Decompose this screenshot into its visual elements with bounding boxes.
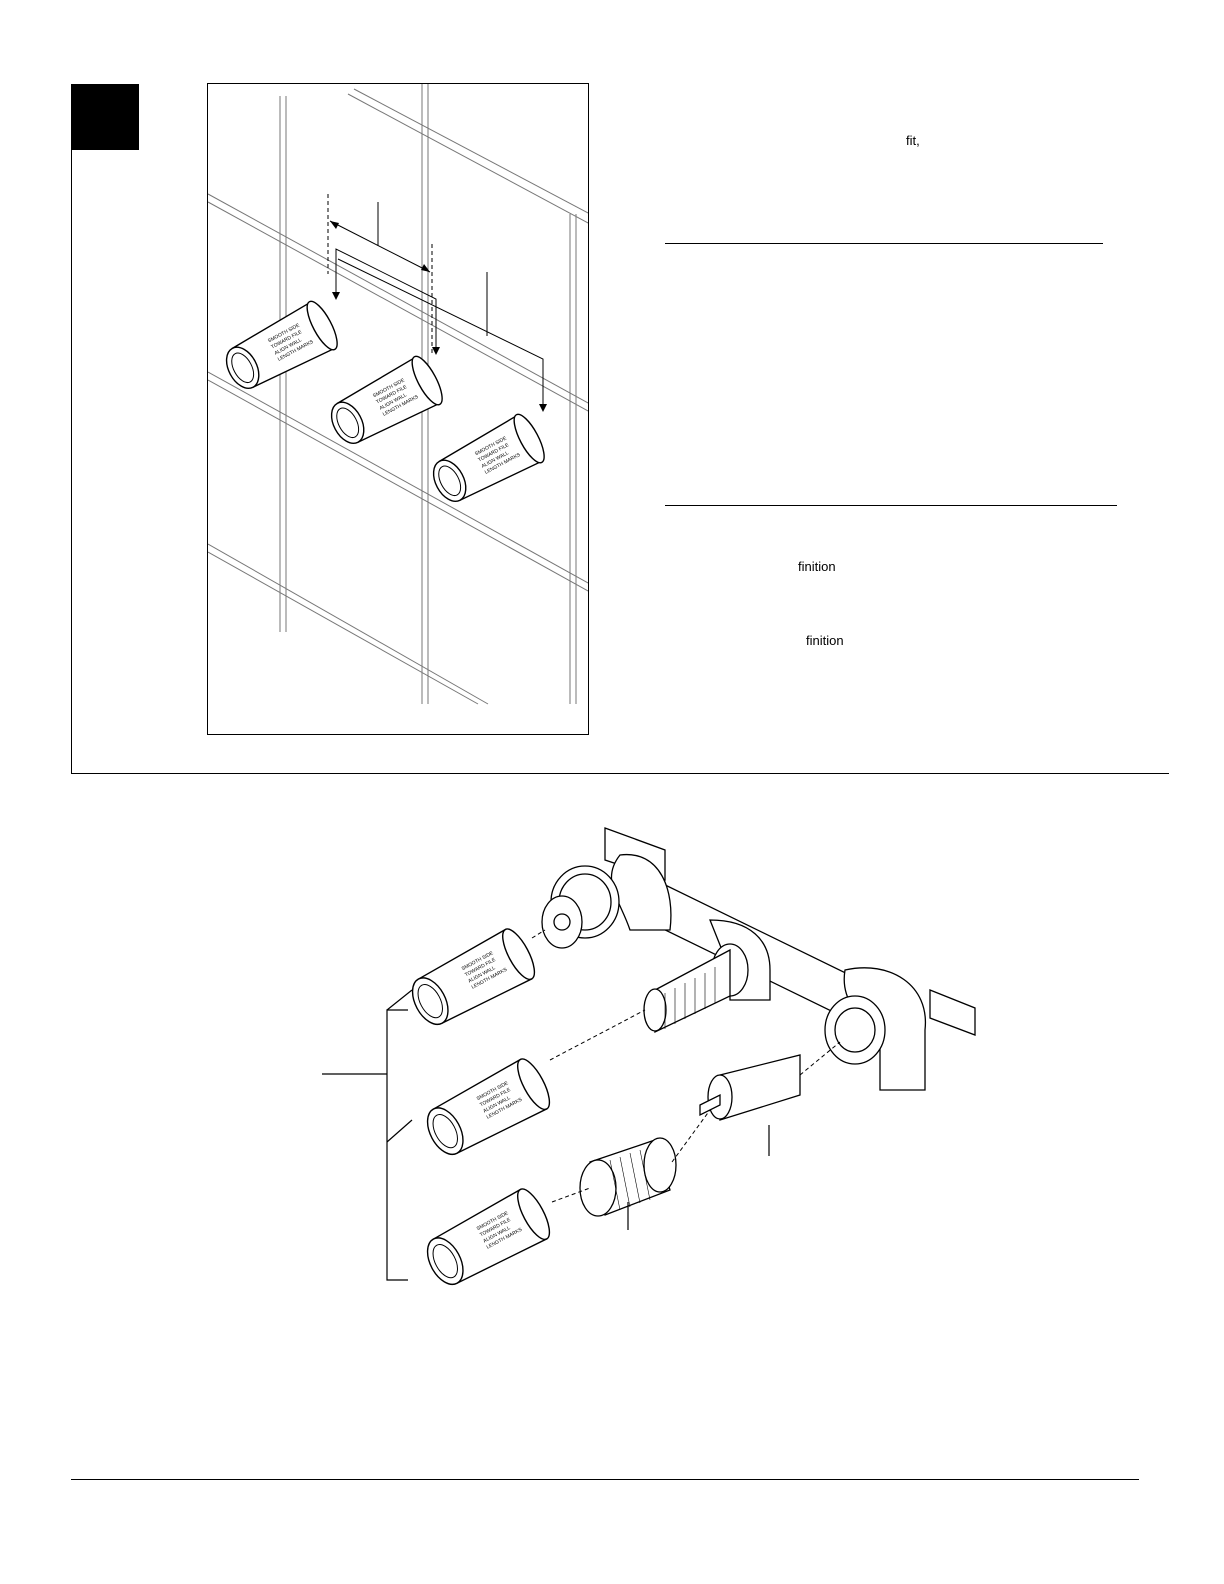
cartridge bbox=[699, 1054, 801, 1121]
text-fragment-fit: fit, bbox=[906, 133, 920, 148]
callout-leader-lines bbox=[322, 989, 770, 1281]
valve-assembly-exploded-view: SMOOTH SIDE TOWARD FILE ALIGN WALL LENGT… bbox=[300, 820, 1000, 1320]
sleeve-right: SMOOTH SIDE TOWARD FILE ALIGN WALL LENGT… bbox=[432, 413, 545, 502]
mounting-bracket-right bbox=[929, 989, 976, 1036]
dimension-arrowheads bbox=[330, 221, 547, 412]
valve-body bbox=[610, 854, 926, 1091]
frame-left-border bbox=[71, 84, 72, 774]
port-right bbox=[824, 995, 886, 1065]
tile-grid bbox=[208, 84, 588, 705]
wall-sleeve-drawing: SMOOTH SIDE TOWARD FILE ALIGN WALL LENGT… bbox=[208, 84, 588, 705]
sleeve-middle: SMOOTH SIDE TOWARD FILE ALIGN WALL LENGT… bbox=[426, 1058, 551, 1155]
threaded-stem bbox=[643, 943, 749, 1034]
threaded-bushing bbox=[579, 1137, 677, 1217]
sleeve-center: SMOOTH SIDE TOWARD FILE ALIGN WALL LENGT… bbox=[330, 355, 443, 444]
sleeve-left: SMOOTH SIDE TOWARD FILE ALIGN WALL LENGT… bbox=[225, 300, 338, 389]
text-fragment-finition: finition bbox=[798, 559, 836, 574]
step-number-box bbox=[71, 84, 139, 150]
section-divider-rule bbox=[665, 505, 1117, 506]
thread-hatching bbox=[609, 967, 716, 1211]
sleeve-top: SMOOTH SIDE TOWARD FILE ALIGN WALL LENGT… bbox=[411, 928, 536, 1025]
alignment-dashed-lines bbox=[531, 929, 841, 1203]
section-divider-rule bbox=[665, 243, 1103, 244]
spacing-dimension-lines bbox=[327, 194, 544, 406]
port-left bbox=[541, 865, 620, 949]
valve-assembly-drawing: SMOOTH SIDE TOWARD FILE ALIGN WALL LENGT… bbox=[322, 827, 976, 1285]
text-fragment-finition: finition bbox=[806, 633, 844, 648]
sleeve-bottom: SMOOTH SIDE TOWARD FILE ALIGN WALL LENGT… bbox=[426, 1188, 551, 1285]
footer-rule bbox=[71, 1479, 1139, 1480]
frame-bottom-border bbox=[71, 773, 1169, 774]
wall-sleeve-illustration: SMOOTH SIDE TOWARD FILE ALIGN WALL LENGT… bbox=[207, 83, 589, 735]
